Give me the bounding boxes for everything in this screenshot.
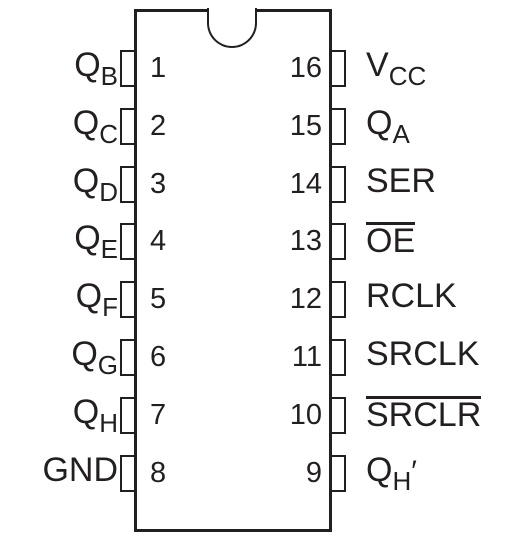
right-pin-10-lead [332, 396, 346, 434]
right-pin-13-lead [332, 223, 346, 261]
left-pin-6-signal-label: QG [71, 335, 118, 380]
left-pin-2-signal-label: QC [72, 103, 118, 149]
signal-base: SER [366, 161, 436, 200]
right-pin-15-lead [332, 107, 346, 145]
signal-base: Q [74, 219, 101, 258]
signal-base: Q [71, 335, 98, 373]
right-pin-14-lead [332, 165, 346, 203]
right-pin-11-signal-label: SRCLK [366, 335, 479, 373]
left-pin-number-5: 5 [150, 283, 167, 316]
signal-base: OE [366, 222, 416, 261]
signal-subscript: H [99, 407, 118, 438]
signal-base: Q [366, 450, 393, 489]
left-pin-3-signal-label: QD [72, 161, 118, 207]
signal-base: GND [42, 450, 118, 489]
signal-base: Q [74, 46, 101, 84]
signal-base: SRCLR [366, 395, 482, 434]
left-pin-7-signal-label: QH [72, 392, 118, 438]
chip-notch [207, 8, 257, 48]
right-pin-number-11: 11 [291, 341, 322, 373]
left-pin-3-lead [120, 165, 134, 203]
left-pin-number-8: 8 [150, 456, 167, 489]
left-pin-number-1: 1 [150, 52, 167, 84]
left-pin-number-4: 4 [150, 225, 167, 258]
right-pin-10-signal-label: SRCLR [366, 395, 482, 434]
signal-base: V [366, 46, 389, 84]
active-low-overline: OE [366, 222, 416, 261]
right-pin-number-14: 14 [289, 167, 322, 200]
left-pin-2-lead [120, 107, 134, 145]
signal-subscript: E [100, 234, 118, 265]
right-pin-number-10: 10 [289, 398, 322, 431]
right-pin-number-15: 15 [289, 109, 322, 142]
right-pin-number-9: 9 [305, 456, 322, 489]
signal-subscript: G [97, 350, 118, 380]
right-pin-16-lead [332, 50, 346, 87]
left-pin-number-3: 3 [150, 167, 167, 200]
signal-base: Q [366, 103, 393, 142]
signal-base: Q [72, 392, 100, 431]
left-pin-7-lead [120, 396, 134, 434]
signal-subscript: A [392, 118, 410, 149]
left-pin-4-lead [120, 223, 134, 261]
left-pin-6-lead [120, 339, 134, 376]
signal-base: SRCLK [366, 335, 480, 373]
signal-prime: ′ [411, 454, 417, 488]
signal-base: Q [72, 161, 100, 200]
signal-subscript: H [392, 465, 412, 496]
right-pin-number-13: 13 [289, 225, 322, 258]
right-pin-12-lead [332, 281, 346, 319]
right-pin-16-signal-label: VCC [366, 46, 426, 91]
left-pin-8-lead [120, 454, 134, 492]
left-pin-4-signal-label: QE [74, 219, 118, 264]
signal-subscript: F [102, 292, 118, 323]
right-pin-11-lead [332, 339, 346, 376]
signal-base: Q [75, 277, 103, 316]
left-pin-5-lead [120, 281, 134, 319]
left-pin-1-signal-label: QB [74, 46, 118, 91]
left-pin-1-lead [120, 50, 134, 87]
right-pin-12-signal-label: RCLK [366, 277, 457, 315]
signal-subscript: B [100, 61, 118, 91]
left-pin-number-2: 2 [150, 109, 167, 142]
right-pin-9-signal-label: QH′ [366, 450, 417, 496]
active-low-overline: SRCLR [366, 395, 482, 434]
right-pin-14-signal-label: SER [366, 162, 436, 200]
left-pin-number-7: 7 [150, 398, 167, 431]
signal-subscript: D [99, 176, 118, 207]
right-pin-number-16: 16 [289, 52, 322, 84]
left-pin-number-6: 6 [150, 341, 167, 373]
signal-subscript: C [99, 118, 118, 149]
left-pin-8-signal-label: GND [42, 451, 118, 489]
right-pin-9-lead [332, 454, 346, 492]
right-pin-15-signal-label: QA [366, 103, 410, 149]
right-pin-13-signal-label: OE [366, 222, 416, 261]
left-pin-5-signal-label: QF [75, 277, 118, 322]
right-pin-number-12: 12 [289, 283, 322, 316]
signal-base: RCLK [366, 277, 457, 316]
chip-body [134, 9, 332, 532]
signal-subscript: CC [388, 61, 427, 91]
signal-base: Q [72, 103, 100, 142]
